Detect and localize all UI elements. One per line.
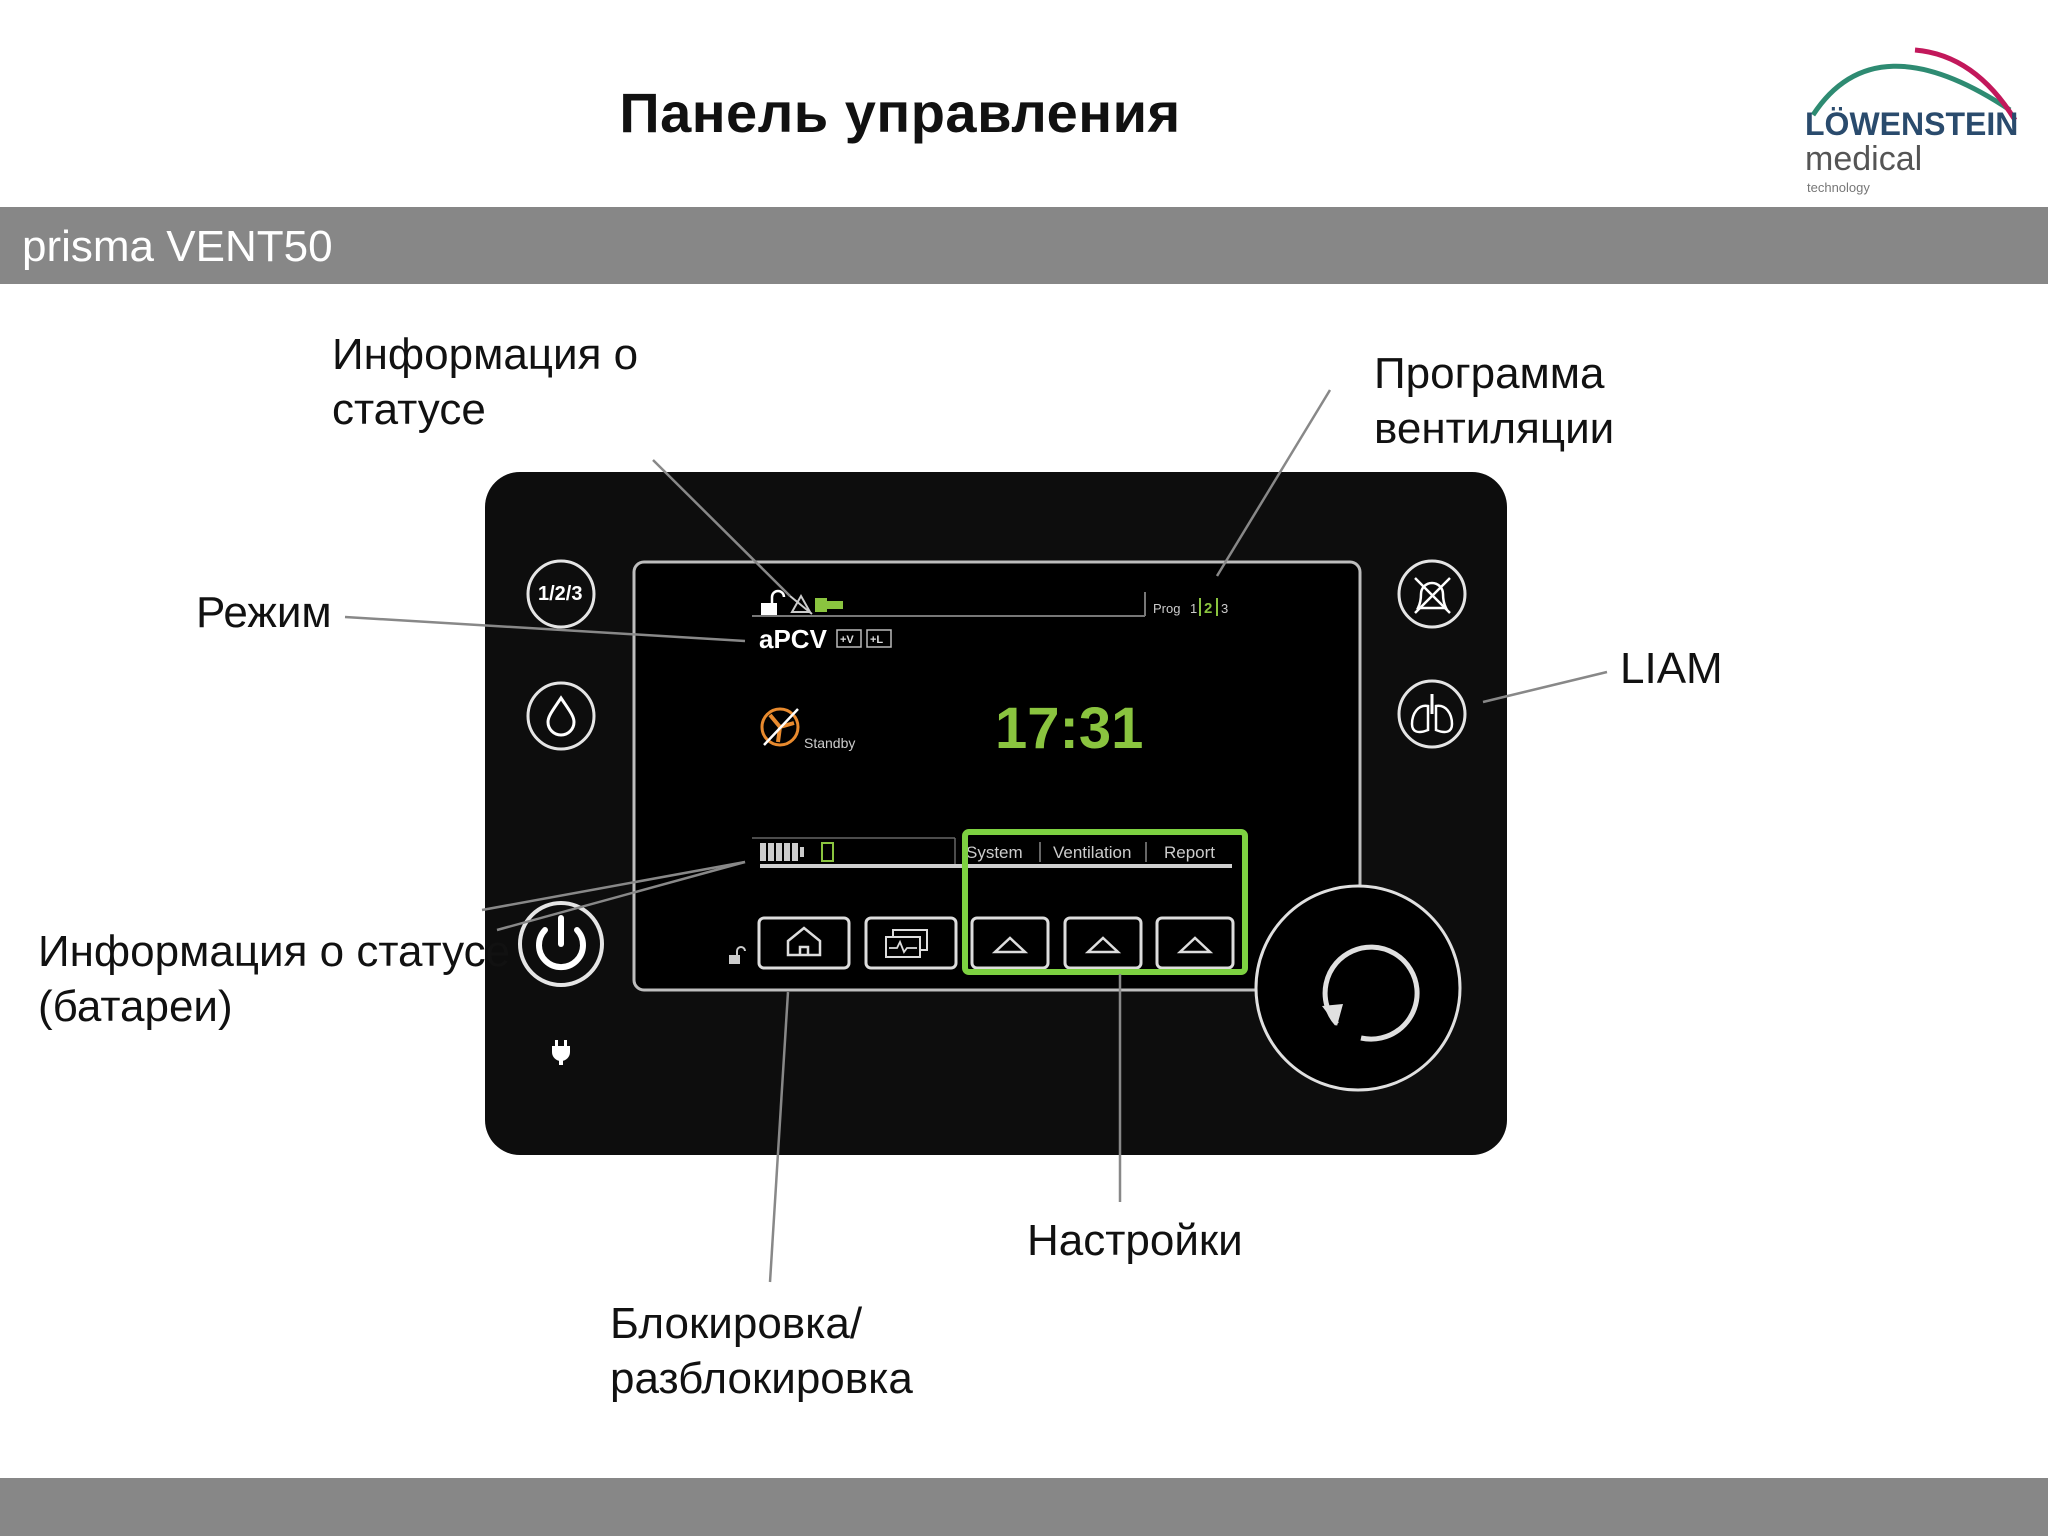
battery-icon [760, 842, 834, 862]
humidifier-button[interactable] [526, 681, 596, 751]
program-select-glyph: 1/2/3 [538, 583, 582, 605]
settings-button-ventilation[interactable] [1063, 916, 1143, 970]
rotary-knob[interactable] [1254, 884, 1462, 1092]
logo-tag: technology [1807, 180, 1870, 195]
plug-small-icon [552, 1040, 570, 1065]
liam-button[interactable] [1397, 679, 1467, 749]
mode-tag-l: +L [870, 634, 883, 646]
callout-lock: Блокировка/ разблокировка [610, 1299, 913, 1403]
footer-bar [0, 1478, 2048, 1536]
plug-icon [815, 598, 843, 612]
triangle-up-icon [1176, 936, 1214, 954]
settings-button-system[interactable] [970, 916, 1050, 970]
triangle-up-icon [991, 936, 1029, 954]
monitor-icon [885, 929, 928, 958]
page-title: Панель управления [619, 81, 1181, 144]
callout-settings: Настройки [1027, 1216, 1243, 1265]
program-select-button[interactable]: 1/2/3 [526, 559, 596, 629]
lock-open-icon [761, 589, 786, 615]
callout-status-info: Информация о статусе [332, 330, 639, 434]
power-icon [536, 915, 586, 971]
home-button[interactable] [757, 916, 851, 970]
prog-value-1: 1 [1190, 601, 1197, 616]
ventilation-mode: aPCV [759, 624, 828, 654]
bell-off-icon [1414, 577, 1451, 614]
alarm-mute-button[interactable] [1397, 559, 1467, 629]
settings-highlight-frame [962, 829, 1248, 975]
triangle-up-icon [1084, 936, 1122, 954]
home-icon [786, 926, 822, 957]
power-button[interactable] [518, 901, 604, 987]
company-logo: LÖWENSTEIN medical technology [1805, 47, 2018, 195]
header-bar: prisma VENT50 [0, 207, 2048, 284]
rotary-knob-icon [1322, 944, 1420, 1042]
clock-time: 17:31 [995, 696, 1143, 761]
callout-battery: Информация о статусе (батареи) [38, 927, 511, 1031]
fan-icon [760, 707, 800, 747]
prog-value-3: 3 [1221, 601, 1228, 616]
callout-program: Программа вентиляции [1374, 349, 1615, 453]
settings-button-report[interactable] [1155, 916, 1235, 970]
product-name: prisma VENT50 [22, 222, 333, 271]
screen-frame [632, 560, 1362, 992]
callout-liam: LIAM [1620, 644, 1723, 693]
standby-label: Standby [804, 735, 855, 751]
tab-ventilation[interactable]: Ventilation [1053, 843, 1131, 862]
callout-leader-lines [344, 389, 1608, 1283]
water-drop-icon [546, 695, 576, 737]
mode-tag-v: +V [840, 634, 854, 646]
tab-report[interactable]: Report [1164, 843, 1215, 862]
lock-small-icon [729, 946, 746, 964]
logo-brand: LÖWENSTEIN [1805, 106, 2018, 142]
monitor-button[interactable] [864, 916, 958, 970]
prog-value-2: 2 [1204, 600, 1212, 617]
tab-system[interactable]: System [966, 843, 1023, 862]
callout-mode: Режим [196, 588, 332, 637]
prog-label: Prog [1153, 601, 1180, 616]
alarm-off-icon [789, 593, 813, 615]
lungs-icon [1410, 694, 1454, 734]
logo-sub: medical [1805, 140, 1922, 178]
